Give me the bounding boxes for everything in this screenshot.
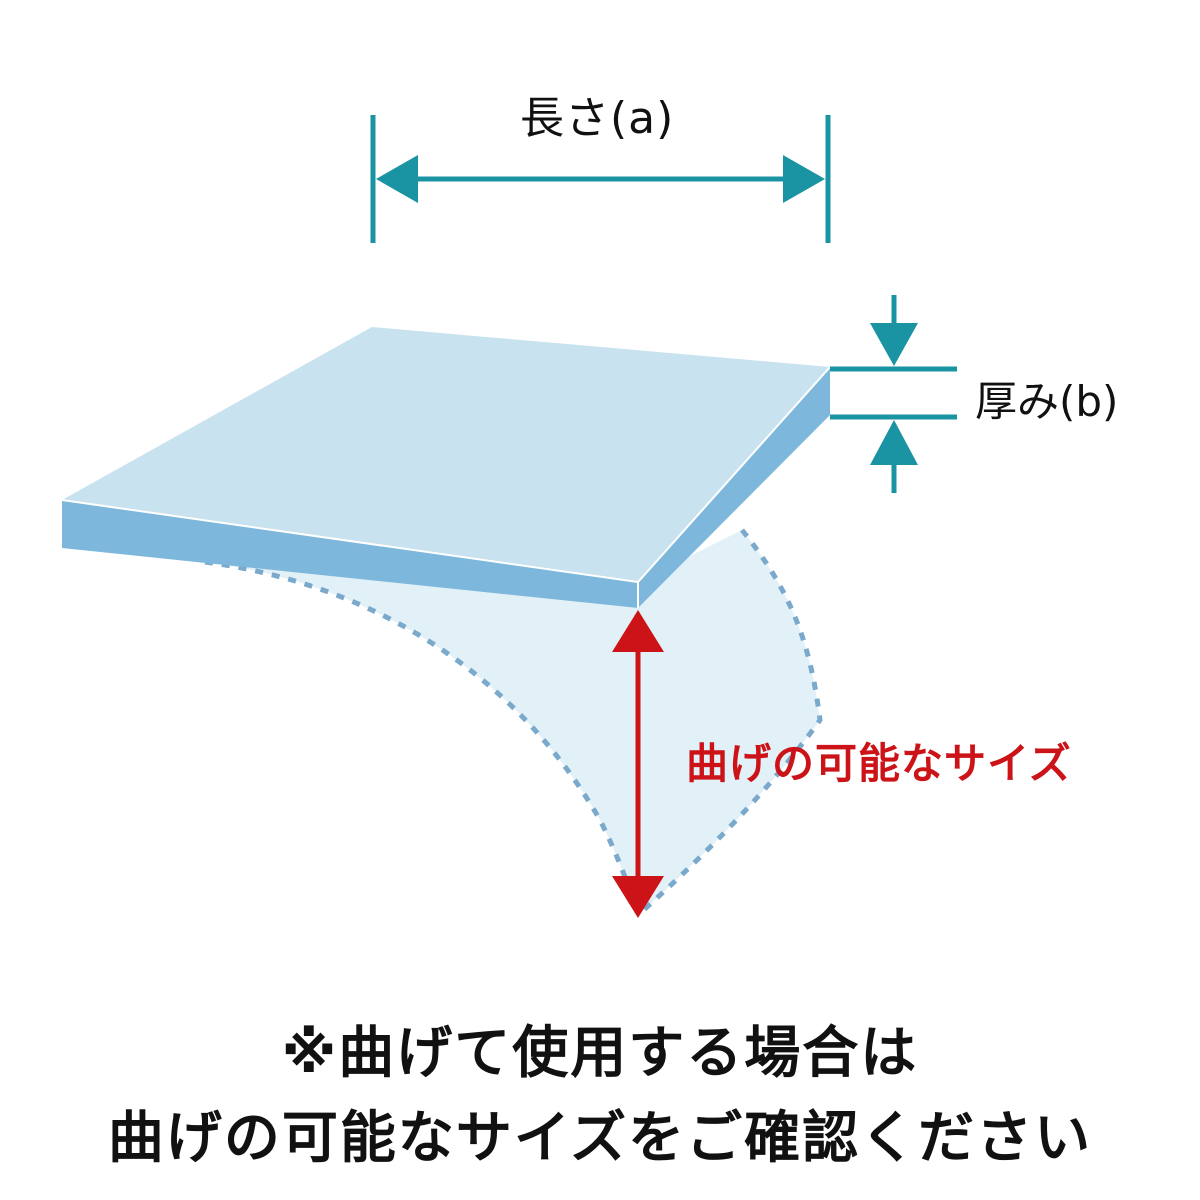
note-line-1: ※曲げて使用する場合は [281, 1021, 919, 1086]
arrow-left-icon [376, 155, 418, 203]
arrow-up-red-icon [612, 610, 664, 652]
thickness-label: 厚み(b) [975, 377, 1119, 426]
plate-slab [61, 327, 831, 608]
arrow-down-icon [870, 323, 918, 366]
bend-size-arrow [612, 610, 664, 918]
slab-right-face [638, 367, 830, 608]
arrow-down-red-icon [612, 876, 664, 918]
length-label: 長さ(a) [520, 93, 675, 144]
bend-ghost-shape [204, 528, 823, 917]
bend-size-label: 曲げの可能なサイズ [686, 739, 1072, 788]
slab-top-face [62, 327, 830, 582]
slab-front-face [62, 500, 638, 608]
note-line-2: 曲げの可能なサイズをご確認ください [107, 1106, 1093, 1171]
arrow-up-icon [870, 420, 918, 465]
length-dimension [370, 115, 831, 243]
arrow-right-icon [783, 155, 825, 203]
thickness-dimension [830, 295, 957, 493]
